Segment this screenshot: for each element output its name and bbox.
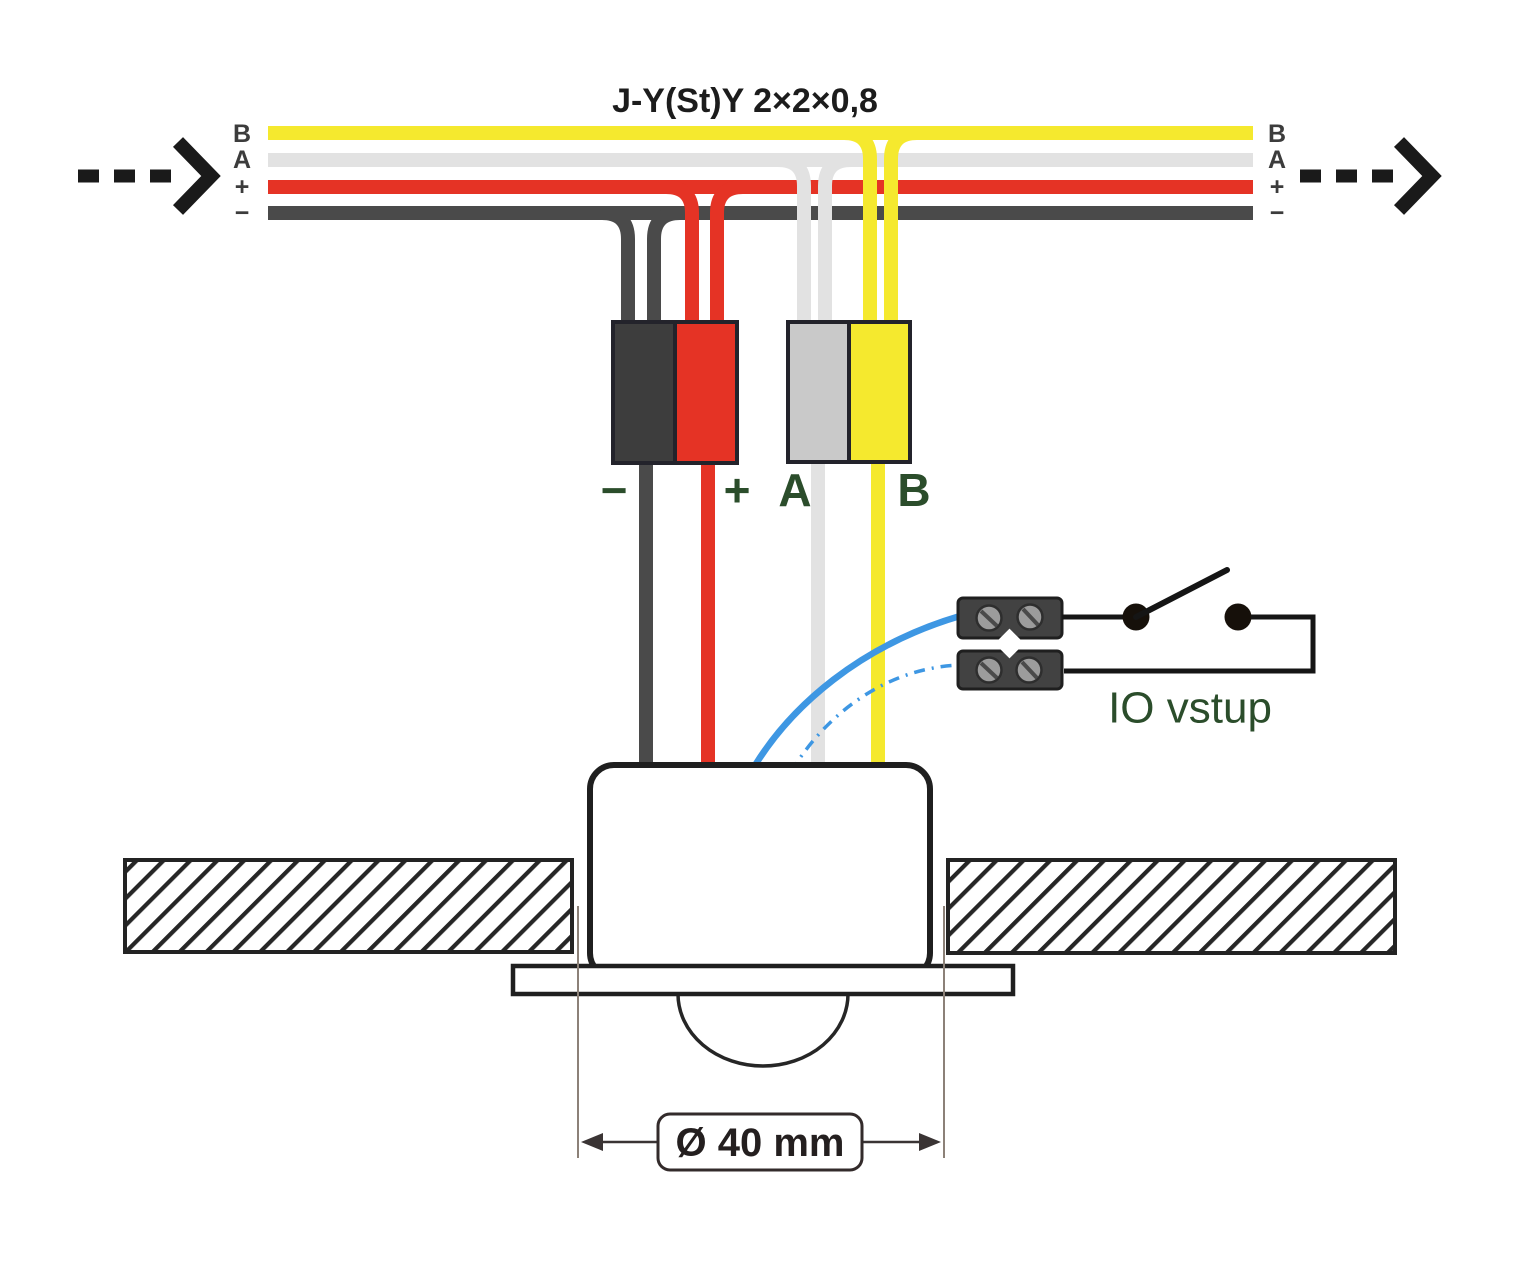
dimension-arrow-left [581,1133,603,1151]
dimension-label: Ø 40 mm [676,1121,845,1165]
right-label-a: A [1268,146,1286,174]
io-connector-gap [994,628,1025,659]
terminal-block-bus [786,320,912,464]
branch-drops [575,126,945,322]
screw-slot [979,661,999,680]
terminal-label-b: B [897,464,930,516]
screw-slot [1021,607,1040,627]
terminal-block-power [611,320,739,465]
switch-return-wire [1064,614,1316,674]
dimension: Ø 40 mm [581,1112,941,1172]
wire-minus-drop-right [647,206,706,322]
arrow-head [172,137,221,215]
wire-b-drop-left [816,126,877,322]
right-wire-labels: B A + − [1268,120,1286,227]
right-label-minus: − [1270,199,1285,227]
terminal-b-cell [849,322,910,462]
wire-b-drop-right [884,126,945,322]
wire-plus-drop-left [640,180,699,322]
io-connector-screws [975,603,1044,684]
terminal-label-minus: − [601,464,628,516]
ceiling-hatch-left [123,858,574,954]
arrow-head [1393,137,1442,215]
terminal-a-cell [788,322,849,462]
io-wire-dashdot [789,663,961,773]
io-wires [747,612,964,776]
cable-type-title: J-Y(St)Y 2×2×0,8 [612,82,878,120]
switch-lever [1133,567,1230,620]
ceiling-section [123,858,1397,955]
wire-a-drop-right [818,153,878,322]
sensor-flange [510,963,1016,997]
screw-slot [1020,660,1039,680]
terminal-minus-cell [613,322,675,463]
sensor-dome [676,993,850,1068]
horizontal-cable-run [268,126,1253,220]
terminal-label-plus: + [724,464,751,516]
left-label-plus: + [235,173,250,201]
left-label-a: A [233,146,251,174]
device-lead-wires [639,458,885,770]
direction-arrow-right-icon [1300,137,1442,215]
right-label-plus: + [1270,173,1285,201]
direction-arrow-left-icon [78,137,221,215]
dimension-extension-lines [577,906,945,1158]
wire-minus-drop-left [575,206,635,322]
left-label-b: B [233,120,251,148]
ceiling-hatch-right [946,858,1397,955]
screw-slot [979,609,999,628]
sensor-body [587,762,933,980]
io-input-label: IO vstup [1108,684,1272,733]
terminal-label-a: A [778,464,811,516]
terminal-plus-cell [675,322,737,463]
wire-a-drop-left [752,153,811,322]
io-connector [956,596,1064,691]
left-wire-labels: B A + − [233,120,251,227]
terminal-labels: − + A B [601,464,931,516]
left-label-minus: − [235,199,250,227]
dimension-label-box [656,1112,864,1172]
io-wire-solid [747,612,964,776]
io-switch-circuit [1062,567,1316,674]
switch-contact-right [1224,603,1252,631]
right-label-b: B [1268,120,1286,148]
wire-plus-drop-right [710,180,770,322]
dimension-arrow-right [919,1133,941,1151]
